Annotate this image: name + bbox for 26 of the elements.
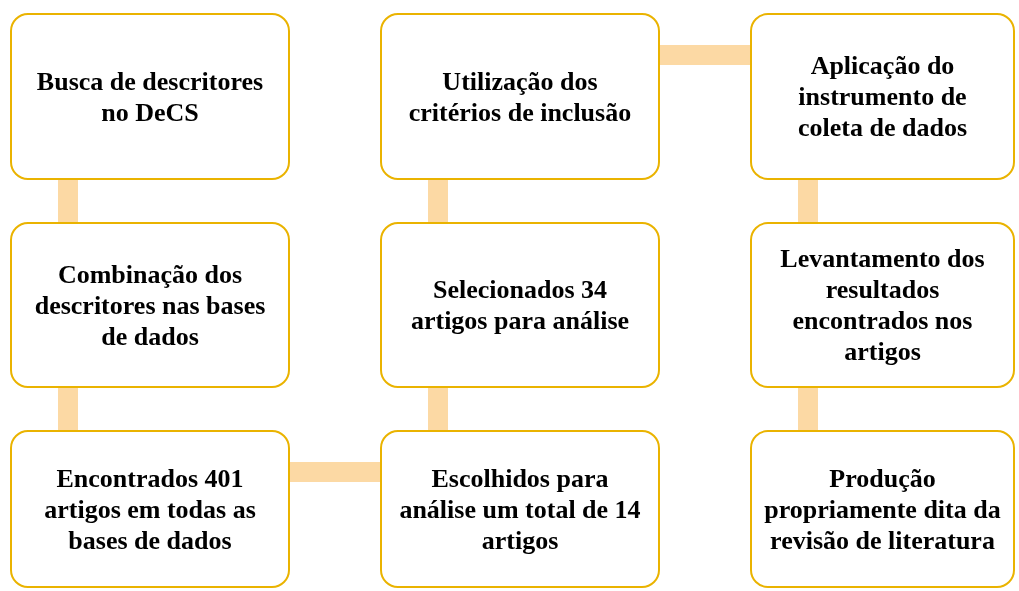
process-box (750, 222, 1015, 388)
process-box (380, 430, 660, 588)
connector-line (58, 388, 78, 430)
process-box (10, 430, 290, 588)
connector-line (428, 180, 448, 222)
step-text: Utilização dos critérios de inclusão (407, 65, 633, 128)
connector-line (58, 180, 78, 222)
connector-line (290, 462, 380, 482)
step-text: Levantamento dos resultados encontrados nos artigos (779, 243, 986, 367)
step-text: Encontrados 401 artigos em todas as bases de dados (43, 462, 257, 556)
step-text: Escolhidos para análise um total de 14 artigos (398, 462, 642, 556)
step-text: Combinação dos descritores nas bases de dados (33, 258, 267, 352)
connector-line (660, 45, 750, 65)
step-text: Produção propriamente dita da revisão de literatura (764, 462, 1001, 556)
step-text: Busca de descritores no DeCS (35, 65, 265, 128)
connector-line (428, 388, 448, 430)
process-box (10, 222, 290, 388)
step-text: Aplicação do instrumento de coleta de dados (797, 50, 968, 143)
process-box (380, 222, 660, 388)
connector-line (798, 180, 818, 222)
process-box (750, 430, 1015, 588)
process-box (750, 13, 1015, 180)
process-box (10, 13, 290, 180)
connector-line (798, 388, 818, 430)
process-box (380, 13, 660, 180)
step-text: Selecionados 34 artigos para análise (409, 274, 631, 336)
